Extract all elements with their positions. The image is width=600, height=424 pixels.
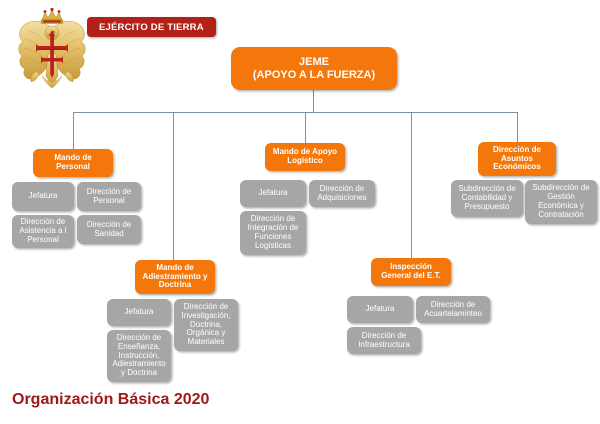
- node-mal-l2: Logístico: [287, 156, 323, 165]
- node-dae-gest-l1: Subdirección de: [532, 183, 590, 193]
- node-mad-inv-l4: Orgánica y: [186, 328, 226, 338]
- node-mad-jefatura[interactable]: Jefatura: [107, 299, 171, 326]
- node-jeme-root-text: JEME (APOYO A LA FUERZA): [233, 56, 395, 81]
- node-dae-cont-l1: Subdirección de: [458, 184, 516, 194]
- node-mad-ens-l4: Adiestramiento: [112, 359, 166, 369]
- node-dae-cont-l3: Presupuesto: [464, 201, 510, 211]
- node-mp-dir-sanidad-l2: Sanidad: [94, 228, 124, 238]
- node-mal-int-l4: Logísticas: [254, 240, 292, 250]
- node-jeme-line1: JEME: [299, 56, 329, 69]
- page-title: Organización Básica 2020: [12, 391, 210, 408]
- node-ige-inf-l1: Dirección de: [361, 330, 407, 340]
- node-mad-direccion-ensenanza[interactable]: Dirección de Enseñanza, Instrucción, Adi…: [107, 330, 171, 382]
- connector-main-bus: [73, 112, 518, 113]
- node-ige-direccion-acuartelamiento[interactable]: Dirección de Acuartelaminteo: [416, 296, 490, 323]
- node-mp-dir-personal-l2: Personal: [93, 195, 125, 205]
- node-ige-acu-l1: Dirección de: [430, 299, 476, 309]
- node-dae-cont-l2: Contabilidad y: [461, 193, 513, 203]
- node-dae-gest-l3: Económica y: [538, 201, 584, 210]
- node-mal-int-l2: Integración de: [247, 223, 299, 233]
- node-mando-personal-line2: Personal: [56, 162, 90, 171]
- node-mando-personal-line1: Mando de: [54, 153, 92, 163]
- node-mal-jefatura[interactable]: Jefatura: [240, 180, 306, 207]
- node-mad-jefatura-label: Jefatura: [124, 307, 154, 317]
- node-mal-direccion-adquisiciones[interactable]: Dirección de Adquisiciones: [309, 180, 375, 207]
- node-direccion-asuntos-economicos[interactable]: Dirección de Asuntos Económicos: [478, 142, 556, 176]
- node-dae-gest-l4: Contratación: [538, 209, 584, 219]
- connector-root-stem: [313, 90, 314, 113]
- node-mp-direccion-sanidad[interactable]: Dirección de Sanidad: [77, 215, 141, 244]
- node-mad-ens-l2: Enseñanza,: [117, 341, 161, 351]
- node-jeme-line2: (APOYO A LA FUERZA): [252, 68, 376, 81]
- node-mal-adq-l1: Dirección de: [319, 183, 365, 193]
- node-mad-ens-l5: y Doctrina: [120, 368, 157, 378]
- banner-label: EJÉRCITO DE TIERRA: [99, 21, 204, 33]
- connector-drop-mando-apoyo-logistico: [305, 112, 306, 143]
- node-mad-inv-l2: Investigación,: [181, 310, 231, 320]
- ejercito-de-tierra-banner: EJÉRCITO DE TIERRA: [87, 17, 216, 37]
- node-mal-jefatura-label: Jefatura: [258, 188, 288, 198]
- node-mad-l1: Mando de: [156, 262, 194, 272]
- node-mal-adq-l2: Adquisiciones: [317, 192, 367, 202]
- node-mal-int-l3: Funciones: [254, 232, 292, 241]
- node-mp-jefatura[interactable]: Jefatura: [12, 182, 74, 211]
- node-mad-ens-l1: Dirección de: [116, 332, 162, 342]
- node-mp-dir-asist-l3: Personal: [27, 234, 59, 244]
- node-mad-inv-l3: Doctrina,: [189, 319, 222, 329]
- node-ige-direccion-infraestructura[interactable]: Dirección de Infraestructura: [347, 327, 421, 354]
- node-mando-apoyo-logistico[interactable]: Mando de Apoyo Logístico: [265, 143, 345, 171]
- spanish-army-eagle-emblem: [12, 6, 92, 94]
- connector-drop-mando-adiestramiento: [173, 112, 174, 260]
- node-ige-l2: General del E.T.: [381, 271, 441, 280]
- node-mp-dir-asist-l2: Asistencia a l: [19, 226, 67, 236]
- node-mal-int-l1: Dirección de: [250, 214, 296, 224]
- node-dae-l2: Asuntos: [501, 153, 533, 163]
- node-mando-de-personal[interactable]: Mando de Personal: [33, 149, 113, 177]
- connector-drop-mando-personal: [73, 112, 74, 149]
- node-mad-inv-l1: Dirección de: [183, 301, 229, 311]
- node-mp-dir-personal-l1: Dirección de: [86, 186, 132, 196]
- node-mad-ens-l3: Instrucción,: [118, 350, 160, 360]
- node-mad-direccion-investigacion-doctrina[interactable]: Dirección de Investigación, Doctrina, Or…: [174, 299, 238, 351]
- node-ige-acu-l2: Acuartelaminteo: [424, 308, 482, 318]
- node-inspeccion-general-et[interactable]: Inspección General del E.T.: [371, 258, 451, 286]
- node-dae-l1: Dirección de: [492, 144, 541, 154]
- connector-drop-inspeccion-general: [411, 112, 412, 258]
- node-mad-l3: Doctrina: [158, 280, 192, 290]
- node-mp-dir-asist-l1: Dirección de: [20, 217, 66, 227]
- connector-drop-asuntos-economicos: [517, 112, 518, 142]
- node-dae-gest-l2: Gestión: [547, 192, 575, 202]
- node-mp-dir-sanidad-l1: Dirección de: [86, 219, 132, 229]
- node-ige-jefatura[interactable]: Jefatura: [347, 296, 413, 323]
- node-mal-l1: Mando de Apoyo: [272, 147, 338, 157]
- node-mp-direccion-asistencia-personal[interactable]: Dirección de Asistencia a l Personal: [12, 215, 74, 248]
- node-mad-inv-l5: Materiales: [187, 337, 225, 347]
- node-ige-inf-l2: Infraestructura: [358, 339, 410, 349]
- node-dae-subdireccion-contabilidad-presupuesto[interactable]: Subdirección de Contabilidad y Presupues…: [451, 180, 523, 217]
- node-mando-adiestramiento-doctrina[interactable]: Mando de Adiestramiento y Doctrina: [135, 260, 215, 294]
- node-mal-direccion-integracion-funciones-logisticas[interactable]: Dirección de Integración de Funciones Lo…: [240, 211, 306, 255]
- node-dae-subdireccion-gestion-economica-contratacion[interactable]: Subdirección de Gestión Económica y Cont…: [525, 180, 597, 224]
- node-mp-jefatura-label: Jefatura: [28, 191, 58, 201]
- node-ige-jefatura-label: Jefatura: [365, 304, 395, 314]
- node-dae-l3: Económicos: [493, 162, 541, 172]
- node-ige-l1: Inspección: [390, 262, 432, 272]
- node-mp-direccion-personal[interactable]: Dirección de Personal: [77, 182, 141, 211]
- node-mad-l2: Adiestramiento y: [142, 271, 208, 281]
- node-jeme-root[interactable]: JEME (APOYO A LA FUERZA): [231, 47, 397, 90]
